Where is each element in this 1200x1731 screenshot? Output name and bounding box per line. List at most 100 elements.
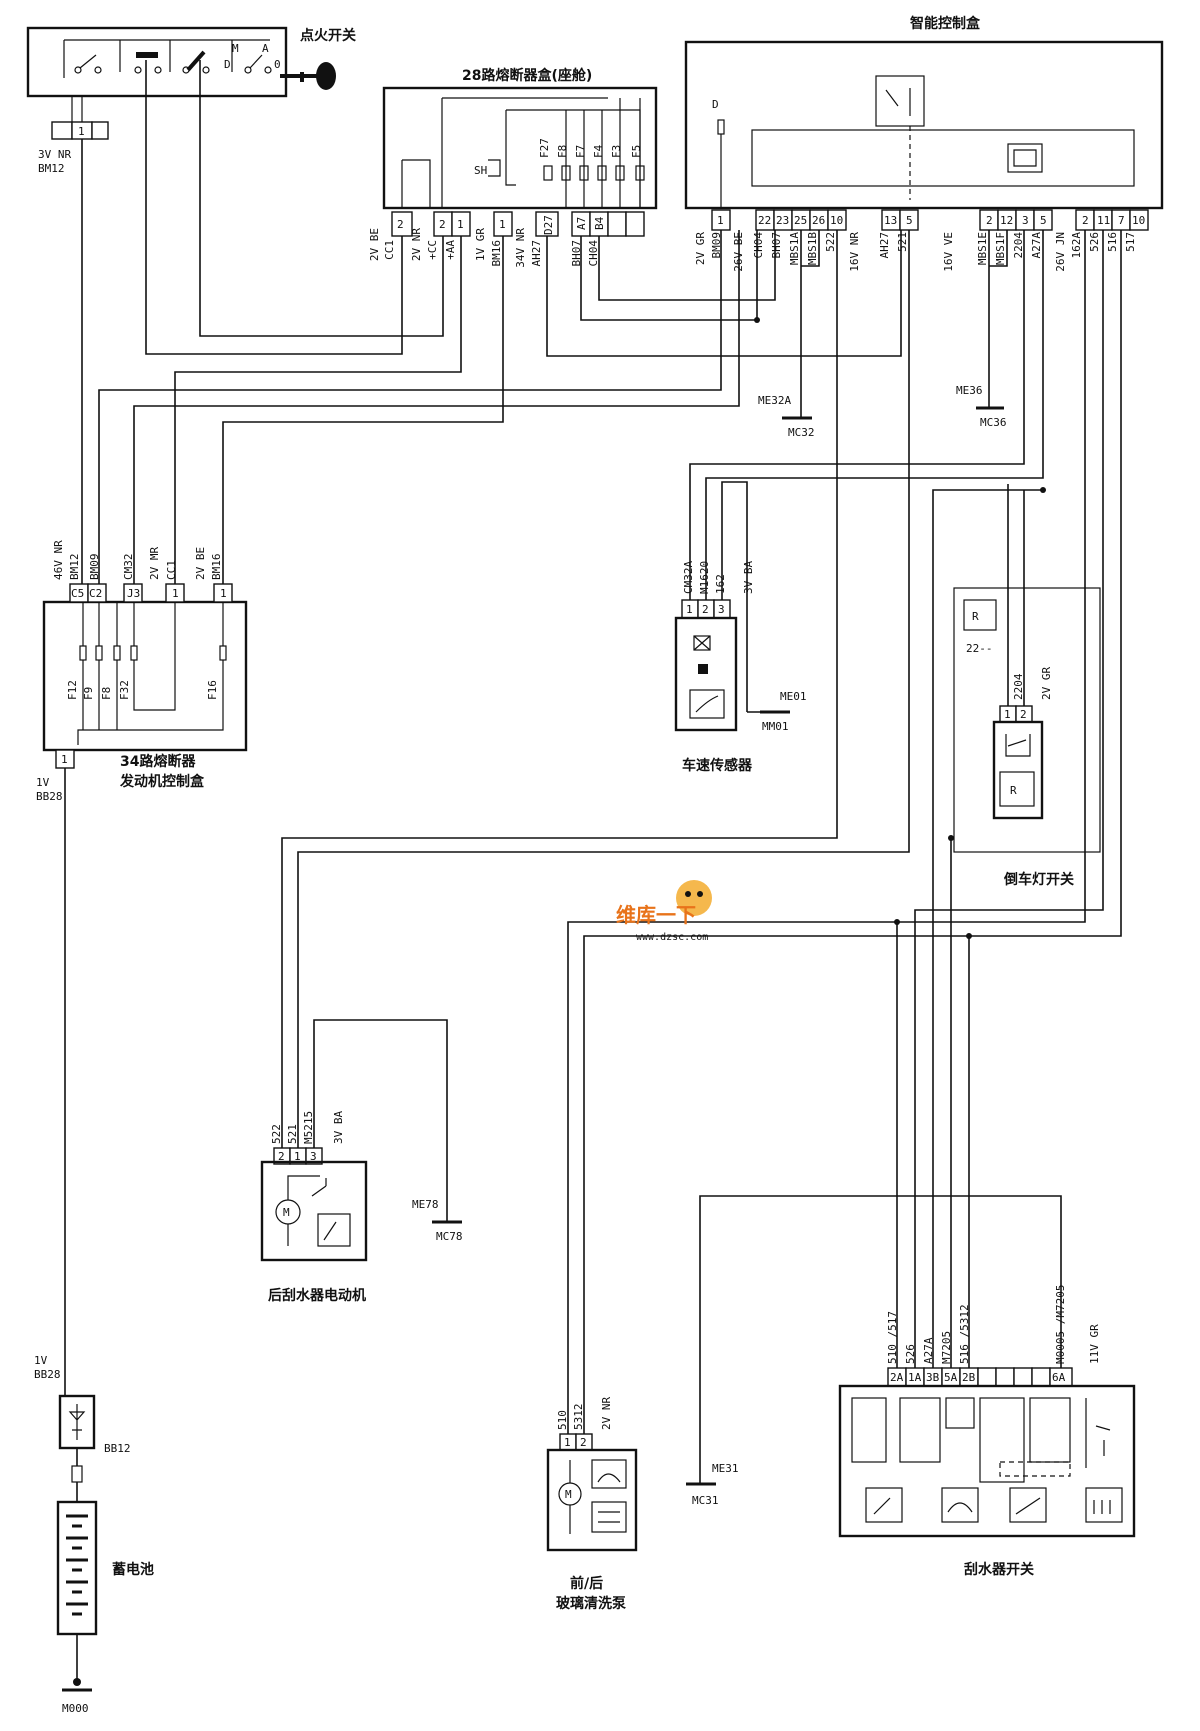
motor-icon: M (558, 1460, 582, 1534)
wire-label: 162 (714, 574, 727, 594)
wire-label: 11V GR (1088, 1324, 1101, 1364)
wire-label: BH07 (570, 240, 583, 267)
pin-label: 2 (278, 1150, 285, 1163)
pin-label: 2 (1020, 708, 1027, 721)
intermittent-icon (865, 1487, 903, 1523)
wire-label: 521 (286, 1124, 299, 1144)
wire-label: 516 (1106, 232, 1119, 252)
speed-sensor-box (674, 616, 738, 732)
pin-label: 1 (564, 1436, 571, 1449)
wire-label: 3V BA (742, 561, 755, 594)
battery-title: 蓄电池 (112, 1561, 154, 1578)
wiring (64, 60, 1122, 1682)
reverse-switch-box (992, 720, 1044, 820)
pin-label: 5 (906, 214, 913, 227)
pin-label: 3 (1022, 214, 1029, 227)
wire-label: CC1 (383, 240, 396, 260)
reverse-switch-code: 22-- (966, 642, 993, 655)
wire-label: 510 /517 (886, 1311, 899, 1364)
pin-label: 2 (1082, 214, 1089, 227)
ground-label: MC78 (436, 1230, 463, 1243)
position-m: M (232, 42, 239, 55)
speed-sensor-title: 车速传感器 (682, 757, 753, 774)
wire-label: MBS1F (994, 232, 1007, 265)
wire-label: 2V NR (600, 1397, 613, 1430)
pin-label: 2A (890, 1371, 904, 1384)
pin-label: 1 (1004, 708, 1011, 721)
ignition-switch: 点火开关 M A D 0 1 3V NR BM12 (26, 26, 356, 175)
fuse-label: F8 (556, 145, 569, 158)
fuse-label: F9 (82, 687, 95, 700)
wire-label: M1620 (698, 561, 711, 594)
wire-label: BM16 (210, 554, 223, 581)
pin-label: 26 (812, 214, 825, 227)
pin-label: 2 (439, 218, 446, 231)
wire-label: BM09 (710, 232, 723, 259)
inner-label-d: D (712, 98, 719, 111)
pin-label: 5 (1040, 214, 1047, 227)
fuse-box-34-box (42, 600, 248, 752)
rear-wiper-motor: 2 1 3 M 后刮水器电动机 522 521 M5215 3V BA (260, 1111, 368, 1304)
wire-label: 2204 (1012, 232, 1025, 259)
rear-wiper-title: 后刮水器电动机 (268, 1287, 366, 1304)
wire-label: 2V BE (368, 228, 381, 261)
rear-defrost-icon (1085, 1487, 1123, 1523)
pin-label: 2 (580, 1436, 587, 1449)
wire-label: BM09 (88, 554, 101, 581)
watermark: 维库一下 www.dzsc.com (616, 880, 712, 943)
wire-label: BM12 (38, 162, 65, 175)
pin-label: 1 (457, 218, 464, 231)
wire-label: A27A (922, 1337, 935, 1364)
wire-label: BM16 (490, 240, 503, 267)
mode-icons (865, 1487, 1123, 1523)
wire-label: MBS1E (976, 232, 989, 265)
wire-label: +AA (444, 240, 457, 260)
wire-label: M5215 (302, 1111, 315, 1144)
fuse-label: F7 (574, 145, 587, 158)
wiper-switch: 2A 1A 3B 5A 2B 6A 刮水器开关 510 /517 526 A27… (838, 1285, 1136, 1578)
fuse-box-28-box (382, 86, 658, 210)
grounds: ME32A MC32 ME36 MC36 ME01 MM01 ME78 MC78… (62, 384, 1007, 1715)
fuse-label: F5 (630, 145, 643, 158)
wire-label: 26V JN (1054, 232, 1067, 272)
ground-label: M000 (62, 1702, 89, 1715)
pin-label: 7 (1118, 214, 1125, 227)
svg-text:M: M (283, 1206, 290, 1219)
windshield-icon (591, 1459, 627, 1489)
wire-label: 3V BA (332, 1111, 345, 1144)
washer-icon (941, 1487, 979, 1523)
wire-label: 3V NR (38, 148, 71, 161)
smart-control-box: 智能控制盒 D 1 22 23 25 26 10 13 5 2 12 3 5 2… (684, 15, 1164, 272)
pin-label: 3B (926, 1371, 940, 1384)
wire-label: 16V VE (942, 232, 955, 272)
pin-label: 3 (718, 603, 725, 616)
pin-label: 1A (908, 1371, 922, 1384)
wire-label: 521 (896, 232, 909, 252)
rear-wiper-box (260, 1160, 368, 1262)
reverse-light-switch: R 22-- 1 2 R 倒车灯开关 2204 2V GR (953, 587, 1101, 888)
wire-label: BB28 (36, 790, 63, 803)
pin-label: 3 (310, 1150, 317, 1163)
wire-label: 522 (824, 232, 837, 252)
fuse-box-28-title: 28路熔断器盒(座舱) (462, 67, 592, 84)
wire-label: 522 (270, 1124, 283, 1144)
wire-label: BH07 (770, 232, 783, 259)
fuse-box-34-title-1: 34路熔断器 (120, 753, 196, 770)
rear-window-icon (591, 1501, 627, 1533)
pin-label: 1 (78, 125, 85, 138)
wire-label: 1V GR (474, 228, 487, 261)
wire-label: BB28 (34, 1368, 61, 1381)
position-a: A (262, 42, 269, 55)
wire-label: 2V GR (694, 232, 707, 265)
washer-pump-box (546, 1448, 638, 1552)
ignition-switch-box (26, 26, 288, 98)
position-d: D (224, 58, 231, 71)
ignition-switch-title: 点火开关 (300, 27, 356, 44)
wire-label: CC1 (165, 560, 178, 580)
wire-label: A27A (1030, 232, 1043, 259)
ground-label: MM01 (762, 720, 789, 733)
inner-label-sh: SH (474, 164, 487, 177)
wire-label: 517 (1124, 232, 1137, 252)
ground-label: MC32 (788, 426, 815, 439)
